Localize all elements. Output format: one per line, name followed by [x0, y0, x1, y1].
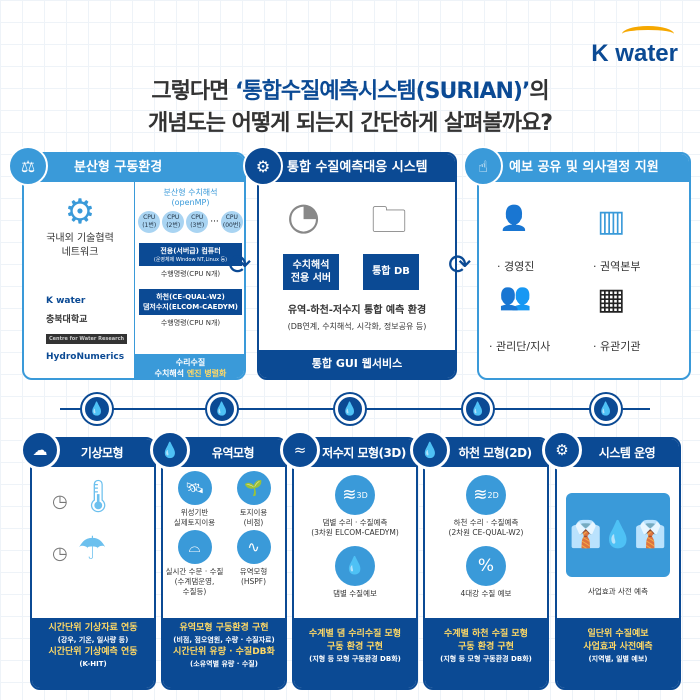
kwater-logo: K water [591, 26, 678, 68]
cycle-arrows-icon: ⟳ [228, 248, 252, 281]
wave-curve-icon: ∿ [236, 530, 271, 564]
building-icon: ▥ [597, 204, 626, 239]
cpu-1: CPU (1번) [138, 211, 161, 233]
drop-node-icon: 💧 [463, 394, 493, 424]
cloud-sun-icon: ☁ [20, 430, 60, 470]
server-block: 전용(서버급) 컴퓨터(운영체제 Window NT,Linux 등) [139, 243, 242, 266]
cpu-3: CPU (3번) [186, 211, 209, 233]
partner-chungbuk: 충북대학교 [46, 315, 88, 325]
partner-kwater: K water [46, 296, 86, 306]
cycle-arrows-icon: ⟳ [448, 248, 472, 281]
gear-globe-icon: ⚙ [64, 192, 96, 232]
dam-icon: ⌓ [177, 530, 212, 564]
gear-wrench-icon: ⚙ [542, 430, 582, 470]
org-chart-icon: 👤 [499, 204, 529, 232]
gui-webservice-footer: 통합 GUI 웹서비스 [259, 350, 455, 378]
river-percent-icon: % [466, 546, 506, 586]
drop-node-icon: 💧 [82, 394, 112, 424]
hand-pointer-icon: ☝ [463, 146, 503, 186]
office-icon: ▦ [597, 282, 626, 317]
page-title: 그렇다면 ‘통합수질예측시스템(SURIAN)’의 개념도는 어떻게 되는지 간… [148, 79, 553, 136]
scale-icon: ⚖ [8, 146, 48, 186]
cpu-2: CPU (2번) [162, 211, 185, 233]
server-label: 수치해석 전용 서버 [283, 254, 339, 290]
drop-node-icon: 💧 [207, 394, 237, 424]
integrated-system-panel: 통합 수질예측대응 시스템 ◔ 🗀 수치해석 전용 서버 통합 DB 유역-하천… [257, 152, 457, 380]
card-watershed-model: 유역모형 🛰위성기반 실제토지이용 🌱토지이용 (비점) ⌓실시간 수문 · 수… [161, 437, 287, 690]
waves-3d-icon: ≋3D [335, 475, 375, 515]
card-weather-model: 기상모형 ◷ 🌡 ◷ ☂ 시간단위 기상자료 연동(강우, 기온, 일사량 등)… [30, 437, 156, 690]
gear-icon: ⚙ [243, 146, 283, 186]
card-reservoir-model: 저수지 모형(3D) ≋3D 댐별 수리 · 수질예측 (3차원 ELCOM-C… [292, 437, 418, 690]
waves-2d-icon: ≋2D [466, 475, 506, 515]
folder-gear-icon: 🗀 [371, 200, 408, 241]
thermometer-person-icon: ◷ 🌡 [52, 477, 119, 515]
pie-chart-icon: ◔ [287, 194, 321, 238]
drop-node-icon: 💧 [335, 394, 365, 424]
partner-hydronumerics: HydroNumerics [46, 352, 125, 362]
waves-icon: ≈ [280, 430, 320, 470]
umbrella-person-icon: ◷ ☂ [52, 529, 107, 567]
partner-cwr: Centre for Water Research [46, 334, 128, 344]
forecast-sharing-panel: 예보 공유 및 의사결정 지원 👤 ▥ 👥 ▦ · 경영진 · 권역본부 · 관… [477, 152, 691, 380]
drop-percent-icon: 💧 [335, 546, 375, 586]
sprout-icon: 🌱 [236, 471, 271, 505]
people-icon: 👥 [499, 282, 532, 312]
panel-header: 분산형 구동환경 [24, 154, 244, 182]
network-label: 국내외 기술협력 네트워크 [46, 233, 114, 258]
cpu-n: CPU (00번) [220, 211, 243, 233]
distributed-environment-panel: 분산형 구동환경 ⚙ 국내외 기술협력 네트워크 K water 충북대학교 C… [22, 152, 246, 380]
drop-node-icon: 💧 [591, 394, 621, 424]
card-river-model: 하천 모형(2D) ≋2D 하천 수리 · 수질예측 (2차원 CE-QUAL-… [423, 437, 549, 690]
partner-list: K water 충북대학교 Centre for Water Research … [46, 292, 128, 367]
models-block: 하천(CE-QUAL-W2) 댐저수지(ELCOM-CAEDYM) [139, 289, 242, 315]
river-drop-icon: 💧 [410, 430, 450, 470]
satellite-icon: 🛰 [177, 471, 212, 505]
water-drop-icon: 💧 [150, 430, 190, 470]
meeting-illustration: 👔💧👔 [566, 493, 670, 577]
db-label: 통합 DB [363, 254, 419, 290]
